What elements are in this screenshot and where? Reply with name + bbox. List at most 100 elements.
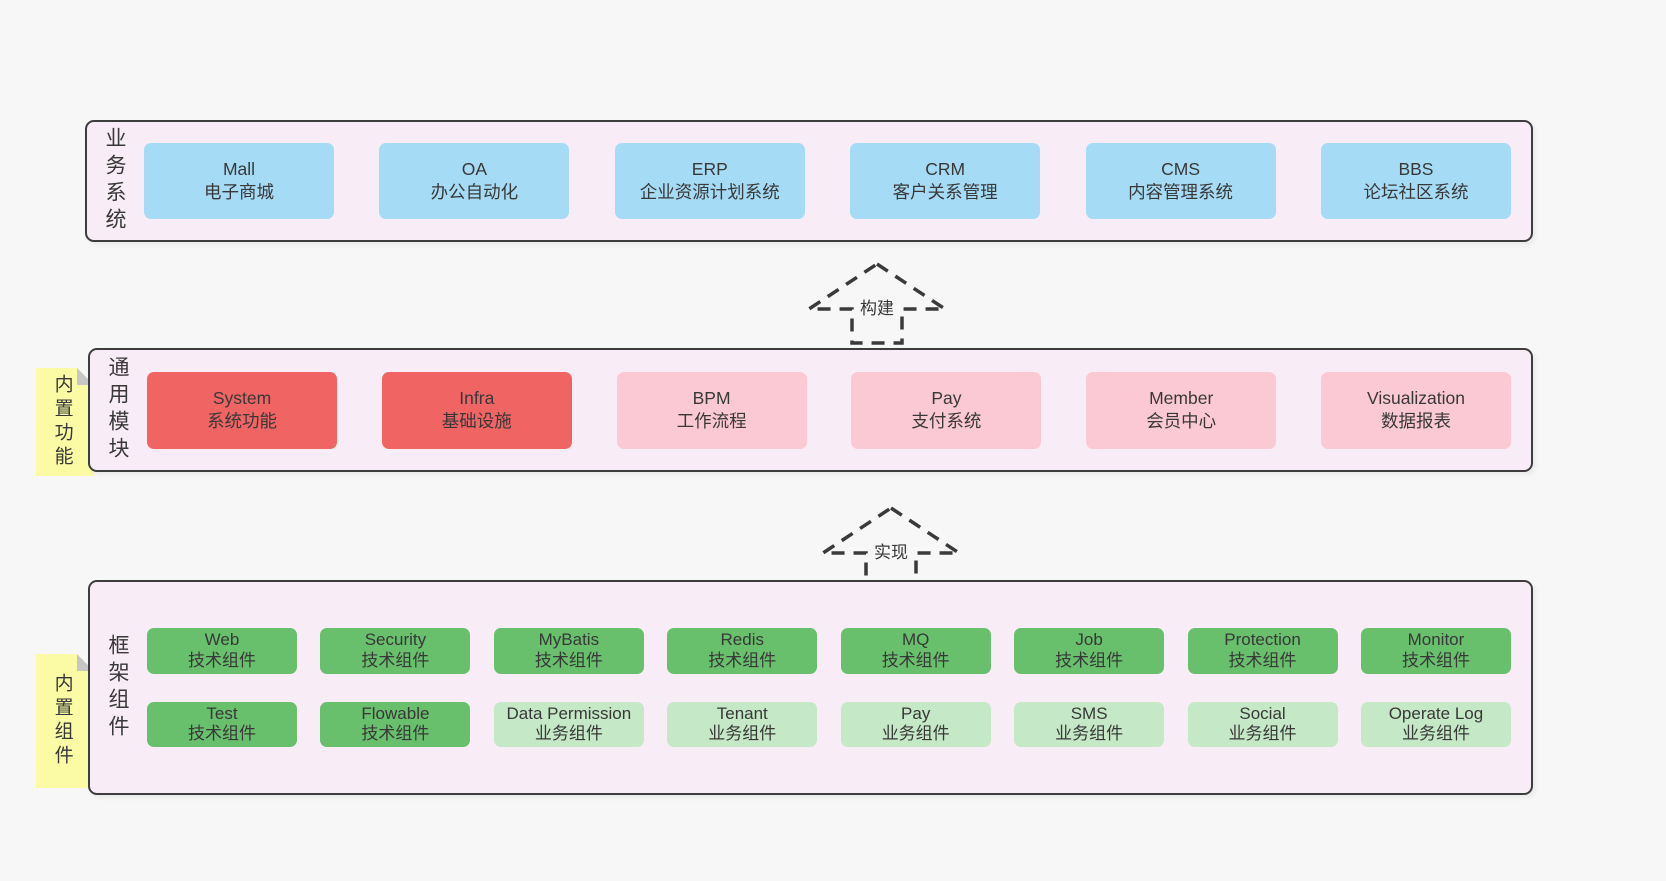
box-title: OA <box>461 158 488 179</box>
box-subtitle: 技术组件 <box>361 724 430 744</box>
box-title: System <box>212 387 272 408</box>
box-title: Mall <box>222 158 256 179</box>
box-title: SMS <box>1070 703 1108 723</box>
builtin-components-note-label: 内置组件 <box>51 673 73 769</box>
box-subtitle: 业务组件 <box>881 724 950 744</box>
box-title: MQ <box>901 630 930 650</box>
box-subtitle: 工作流程 <box>676 411 747 431</box>
business-system-box: OA 办公自动化 <box>379 143 570 219</box>
box-title: Infra <box>459 387 495 408</box>
box-title: MyBatis <box>538 630 600 650</box>
box-subtitle: 办公自动化 <box>430 182 519 202</box>
business-system-box: BBS 论坛社区系统 <box>1320 143 1511 219</box>
box-title: Tenant <box>716 703 768 723</box>
box-title: Visualization <box>1367 387 1465 408</box>
common-module-box: Infra 基础设施 <box>381 371 572 449</box>
box-subtitle: 技术组件 <box>361 650 430 670</box>
box-subtitle: 技术组件 <box>534 650 603 670</box>
box-title: Web <box>204 630 240 650</box>
builtin-functions-note-label: 内置功能 <box>51 374 73 470</box>
box-title: BBS <box>1398 158 1434 179</box>
box-subtitle: 电子商城 <box>204 182 274 202</box>
box-subtitle: 系统功能 <box>207 411 277 431</box>
business-systems-label: 业务系统 <box>103 127 126 235</box>
builtin-functions-note: 内置功能 <box>36 368 94 476</box>
build-arrow-up-icon: 构建 <box>806 260 948 348</box>
box-title: CRM <box>925 158 966 179</box>
box-subtitle: 会员中心 <box>1146 411 1217 431</box>
common-module-box: Member 会员中心 <box>1086 371 1277 449</box>
builtin-components-note: 内置组件 <box>36 654 94 788</box>
box-title: Monitor <box>1407 630 1465 650</box>
box-subtitle: 内容管理系统 <box>1128 182 1234 202</box>
box-subtitle: 技术组件 <box>1228 650 1297 670</box>
box-subtitle: 论坛社区系统 <box>1363 182 1469 202</box>
box-title: Social <box>1239 703 1286 723</box>
box-subtitle: 基础设施 <box>441 411 512 431</box>
box-subtitle: 技术组件 <box>1055 650 1124 670</box>
box-title: Test <box>206 703 238 723</box>
box-title: CMS <box>1161 158 1200 179</box>
common-module-box: System 系统功能 <box>147 371 337 449</box>
box-subtitle: 技术组件 <box>881 650 950 670</box>
box-title: Data Permission <box>506 703 632 723</box>
box-subtitle: 业务组件 <box>1055 724 1124 744</box>
build-arrow-label: 构建 <box>856 293 898 320</box>
box-subtitle: 客户关系管理 <box>892 182 998 202</box>
box-subtitle: 支付系统 <box>911 411 982 431</box>
box-title: BPM <box>692 387 731 408</box>
box-subtitle: 技术组件 <box>188 724 256 744</box>
framework-components-label: 框架组件 <box>106 633 129 742</box>
common-module-box: Pay 支付系统 <box>851 371 1042 449</box>
implement-arrow-label: 实现 <box>870 537 912 564</box>
box-subtitle: 技术组件 <box>708 650 777 670</box>
business-system-box: CMS 内容管理系统 <box>1085 143 1276 219</box>
box-title: Pay <box>901 703 931 723</box>
box-title: Member <box>1149 387 1214 408</box>
common-modules-panel: 通用模块 System 系统功能 Infra 基础设施 BPM 工作流程 Pay 支付系统 Me… <box>88 348 1533 472</box>
box-subtitle: 技术组件 <box>188 650 256 670</box>
box-subtitle: 技术组件 <box>1401 650 1470 670</box>
business-system-box: Mall 电子商城 <box>144 143 334 219</box>
common-modules-label: 通用模块 <box>106 356 129 464</box>
business-system-box: CRM 客户关系管理 <box>850 143 1041 219</box>
box-subtitle: 企业资源计划系统 <box>639 182 780 202</box>
implement-arrow-up-icon: 实现 <box>820 504 962 592</box>
box-subtitle: 业务组件 <box>1401 724 1470 744</box>
box-title: Redis <box>720 630 764 650</box>
common-modules-boxes: System 系统功能 Infra 基础设施 BPM 工作流程 Pay 支付系统 Member 会… <box>147 371 1511 449</box>
common-module-box: Visualization 数据报表 <box>1320 371 1511 449</box>
box-title: Flowable <box>361 703 430 723</box>
box-subtitle: 数据报表 <box>1380 411 1451 431</box>
box-subtitle: 业务组件 <box>534 724 603 744</box>
box-subtitle: 业务组件 <box>1228 724 1297 744</box>
box-title: Job <box>1075 630 1103 650</box>
box-title: Security <box>364 630 427 650</box>
box-title: Operate Log <box>1388 703 1484 723</box>
box-subtitle: 业务组件 <box>708 724 777 744</box>
common-module-box: BPM 工作流程 <box>616 371 807 449</box>
box-title: Pay <box>931 387 962 408</box>
